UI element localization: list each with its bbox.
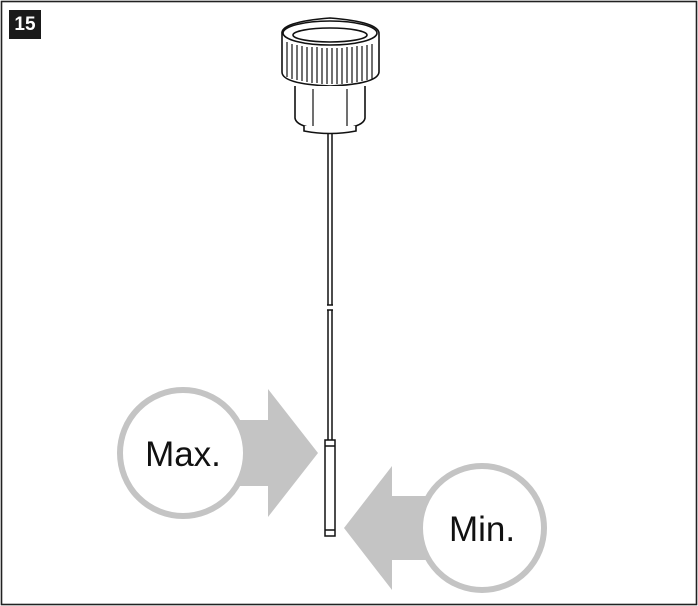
min-label: Min. [449,510,515,549]
cap-inner-ellipse [292,27,368,43]
cap-hex-body [294,86,366,131]
cap-collar [303,126,357,135]
min-callout: Min. [344,463,547,593]
max-arrow-icon [228,389,318,517]
step-number-badge: 15 [9,10,41,39]
max-label: Max. [145,435,221,474]
min-callout-circle [417,463,547,593]
dipstick-cap [281,17,380,135]
cap-knurling [286,42,373,84]
dipstick-measuring-end [324,439,336,537]
dipstick-rod [324,134,336,537]
max-callout-circle [117,387,249,519]
min-arrow-icon [344,466,432,590]
max-callout: Max. [117,387,318,519]
